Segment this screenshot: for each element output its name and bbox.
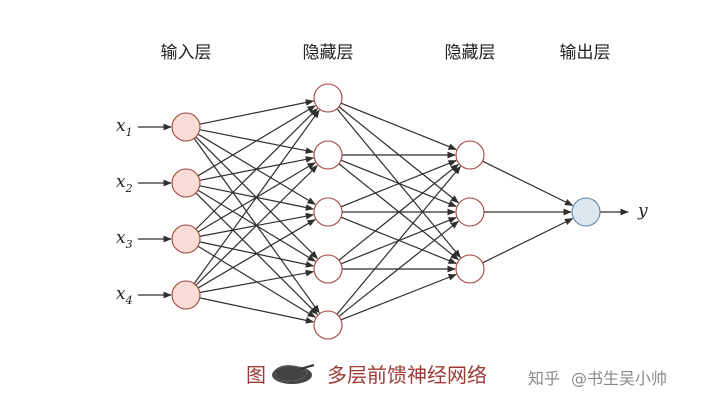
svg-text:x1: x1: [116, 116, 133, 139]
svg-text:x2: x2: [116, 172, 133, 195]
edge-hidden1-4-to-hidden2-1: [338, 163, 459, 261]
input-neuron-3: [171, 224, 201, 254]
hidden1-neuron-1: [313, 83, 343, 113]
hidden1-neuron-2: [313, 140, 343, 170]
edge-input-4-to-hidden1-4: [199, 269, 315, 294]
input-layer-label: 输入层: [161, 43, 212, 63]
hidden1-neuron-3: [313, 197, 343, 227]
edge-input-4-to-hidden1-2: [195, 164, 318, 286]
svg-text:x4: x4: [116, 284, 133, 307]
edge-hidden1-5-to-hidden2-2: [338, 220, 459, 317]
input-neuron-4: [171, 280, 201, 310]
output-neuron-1: [571, 197, 601, 227]
edge-input-4-to-hidden1-1: [193, 109, 320, 284]
svg-text:x3: x3: [116, 228, 133, 251]
watermark-platform: 知乎: [528, 369, 560, 388]
hidden2-neuron-1: [455, 140, 485, 170]
hidden1-neuron-4: [313, 254, 343, 284]
edge-hidden1-5-to-hidden2-3: [340, 273, 457, 321]
edge-input-3-to-hidden1-1: [195, 107, 318, 230]
hidden2-neuron-3: [455, 254, 485, 284]
edge-hidden1-3-to-hidden2-1: [340, 160, 457, 208]
input-variable-x1: x1: [116, 116, 133, 139]
edge-hidden2-1-to-output-1: [482, 160, 574, 206]
edge-input-4-to-hidden1-3: [197, 219, 316, 289]
edge-hidden1-5-to-hidden2-1: [336, 165, 461, 315]
hidden-layer-1-label: 隐藏层: [303, 43, 354, 63]
caption-title: 多层前馈神经网络: [327, 363, 487, 387]
edge-input-4-to-hidden1-5: [199, 297, 315, 324]
caption-scribble-mark: [272, 364, 315, 384]
hidden-layer-2-label: 隐藏层: [445, 43, 496, 63]
edge-hidden1-1-to-hidden2-1: [340, 102, 457, 150]
watermark-author: @书生吴小帅: [571, 369, 667, 388]
input-variable-x2: x2: [116, 172, 133, 195]
neuron-nodes: [171, 83, 601, 340]
hidden2-neuron-2: [455, 197, 485, 227]
hidden1-neuron-5: [313, 310, 343, 340]
connection-edges: [193, 99, 574, 324]
input-neuron-2: [171, 168, 201, 198]
input-neuron-1: [171, 112, 201, 142]
caption-figure-prefix: 图: [246, 363, 266, 387]
io-arrows: [138, 123, 629, 299]
edge-hidden2-3-to-output-1: [482, 218, 574, 264]
edge-input-2-to-hidden1-1: [197, 105, 316, 177]
edge-input-1-to-hidden1-1: [199, 99, 315, 125]
input-variable-x3: x3: [116, 228, 133, 251]
output-variable-y: y: [637, 201, 648, 221]
output-layer-label: 输出层: [560, 43, 611, 63]
input-variable-x4: x4: [116, 284, 133, 307]
